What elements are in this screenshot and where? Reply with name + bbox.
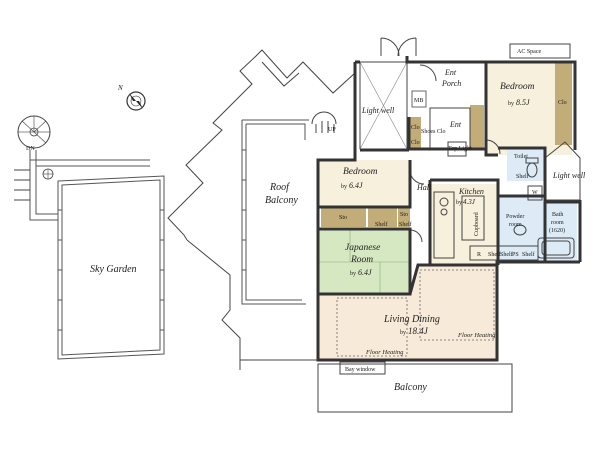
fridge-label: R <box>477 252 481 258</box>
svg-text:N: N <box>117 84 123 92</box>
floor-heating-label-a: Floor Heating <box>365 349 404 356</box>
svg-text:by: by <box>456 200 462 206</box>
roof-balcony-label-2: Balcony <box>265 195 298 206</box>
closet-ent-a <box>409 117 421 149</box>
room-fills <box>318 62 577 360</box>
ent-porch-label-1: Ent <box>444 68 457 77</box>
floor-heating-label-b: Floor Heating <box>457 332 496 339</box>
shelf-d-label: Shelf <box>500 251 513 258</box>
shelf-c-label: Shelf <box>488 251 501 258</box>
roof-balcony-label-1: Roof <box>269 182 290 193</box>
sky-garden-label: Sky Garden <box>90 264 137 275</box>
ent-porch-label-2: Porch <box>441 79 461 88</box>
north-arrow-icon: N <box>117 84 146 111</box>
ac-space-label: AC Space <box>517 49 541 55</box>
storage-b-label: Sto <box>400 212 408 218</box>
bedroom-ne-label: Bedroom <box>500 82 535 92</box>
powder-room-label-1: Powder <box>506 214 524 220</box>
shoes-closet-label: Shoes Clo <box>421 129 446 135</box>
ent-label: Ent <box>449 120 462 129</box>
powder-room-fill <box>498 196 543 261</box>
closet-ne-label: Clo <box>558 100 567 106</box>
mb-label: MB <box>414 98 423 104</box>
bath-room-label-3: (1620) <box>549 227 565 234</box>
kitchen-fill <box>430 184 498 264</box>
dn-label: DN <box>26 146 35 152</box>
walls <box>240 56 582 413</box>
closet-b-label: Clo <box>411 140 420 146</box>
sky-garden-area: DN Sky Garden <box>14 115 165 360</box>
ps-label: PS <box>512 252 519 258</box>
kitchen-label: Kitchen <box>458 187 484 196</box>
shelf-b-label: Shelf <box>399 221 412 228</box>
cupboard-label: Cupboard <box>474 212 480 236</box>
hall-label: Hall <box>416 183 432 192</box>
bedroom-ne-size: 8.5J <box>516 98 530 107</box>
bedroom-mid-size: 6.4J <box>349 181 363 190</box>
kitchen-size: 4.3J <box>463 198 476 206</box>
storage-c <box>398 208 410 227</box>
closet-a-label: Clo <box>411 125 420 131</box>
light-well-label-2: Light well <box>552 171 586 180</box>
toilet-fill <box>507 148 544 181</box>
svg-text:by: by <box>341 184 347 190</box>
balcony-label: Balcony <box>394 382 427 393</box>
light-well-label-1: Light well <box>361 106 395 115</box>
closet-ent-b <box>470 105 484 149</box>
shelf-toilet-label: Shelf <box>516 173 529 180</box>
bath-room-fill <box>543 202 577 261</box>
fixtures <box>318 37 581 375</box>
shelf-e-label: Shelf <box>522 251 535 258</box>
washer-label: W <box>532 190 538 196</box>
up-label: UP <box>328 127 336 133</box>
closet-ne <box>555 62 572 145</box>
storage-a <box>321 208 366 227</box>
japanese-room-label-2: Room <box>350 255 373 265</box>
svg-text:by: by <box>350 271 356 277</box>
toilet-label: Toilet <box>514 154 528 160</box>
bay-window-label: Bay window <box>345 367 376 373</box>
svg-text:by: by <box>508 101 514 107</box>
living-dining-label: Living Dining <box>383 314 440 325</box>
living-dining-size: 18.4J <box>408 326 429 336</box>
bath-room-label-1: Bath <box>552 212 563 218</box>
shelf-a-label: Shelf <box>375 221 388 228</box>
storage-a-label: Sto <box>339 215 347 221</box>
svg-text:by: by <box>400 330 406 336</box>
bedroom-mid-label: Bedroom <box>343 167 378 177</box>
powder-room-label-2: room <box>509 222 522 228</box>
japanese-room-fill <box>318 230 409 293</box>
living-dining-fill <box>318 265 497 360</box>
storage-b <box>368 208 397 227</box>
japanese-room-size: 6.4J <box>358 268 372 277</box>
room-labels: AC Space Bedroom 8.5J by Clo Ent Porch L… <box>339 49 586 393</box>
japanese-room-label-1: Japanese <box>345 243 380 253</box>
top-light-label: Top Light <box>448 146 472 152</box>
bedroom-mid-fill <box>318 160 409 206</box>
bath-room-label-2: room <box>551 220 564 226</box>
